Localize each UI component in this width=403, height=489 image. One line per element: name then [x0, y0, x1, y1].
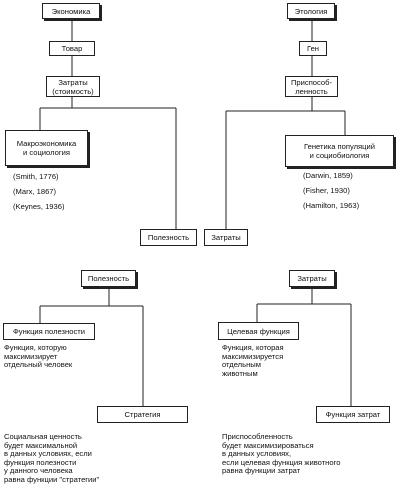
node-utility-function: Функция полезности	[3, 323, 95, 340]
node-ethology: Этология	[287, 3, 335, 19]
node-fitness: Приспособ- ленность	[285, 76, 338, 97]
node-macroeconomics-label: Макроэкономика и социология	[16, 139, 77, 157]
node-cost-function: Функция затрат	[316, 406, 390, 423]
node-ethology-label: Этология	[294, 6, 328, 16]
node-costs-value-label: Затраты (стоимость)	[52, 77, 94, 96]
node-costs-bottom: Затраты	[289, 270, 335, 287]
utility-function-description: Функция, которую максимизирует отдельный…	[4, 343, 73, 370]
node-population-genetics-label: Генетика популяций и социобиология	[304, 142, 375, 160]
node-utility-function-label: Функция полезности	[13, 327, 85, 336]
node-strategy-label: Стратегия	[124, 410, 161, 419]
node-fitness-label: Приспособ- ленность	[290, 77, 333, 96]
node-gene: Ген	[299, 41, 327, 56]
reference-keynes: (Keynes, 1936)	[13, 202, 65, 211]
reference-marx: (Marx, 1867)	[13, 187, 57, 196]
node-utility-bottom: Полезность	[81, 270, 136, 287]
node-strategy: Стратегия	[97, 406, 188, 423]
reference-hamilton: (Hamilton, 1963)	[303, 201, 360, 210]
node-gene-label: Ген	[306, 44, 320, 53]
node-goods: Товар	[49, 41, 95, 56]
node-macroeconomics: Макроэкономика и социология	[5, 130, 88, 166]
fitness-description: Приспособленность будет максимизироватьс…	[222, 432, 341, 476]
node-population-genetics: Генетика популяций и социобиология	[285, 135, 394, 167]
reference-fisher: (Fisher, 1930)	[303, 186, 350, 195]
node-economics-label: Экономика	[51, 6, 91, 16]
node-utility-top: Полезность	[140, 229, 197, 246]
node-utility-top-label: Полезность	[147, 233, 190, 242]
reference-smith: (Smith, 1776)	[13, 172, 59, 181]
node-target-function-label: Целевая функция	[227, 326, 290, 336]
node-target-function: Целевая функция	[218, 322, 299, 340]
node-utility-bottom-label: Полезность	[87, 274, 130, 283]
target-function-description: Функция, которая максимизируется отдельн…	[222, 343, 284, 378]
node-costs-top-label: Затраты	[211, 233, 241, 242]
social-value-description: Социальная ценность будет максимальной в…	[4, 432, 100, 484]
node-cost-function-label: Функция затрат	[325, 410, 381, 419]
node-costs-top: Затраты	[204, 229, 248, 246]
node-goods-label: Товар	[61, 44, 83, 53]
node-costs-bottom-label: Затраты	[297, 274, 327, 283]
reference-darwin: (Darwin, 1859)	[303, 171, 353, 180]
node-costs-value: Затраты (стоимость)	[46, 76, 100, 97]
node-economics: Экономика	[42, 3, 100, 19]
